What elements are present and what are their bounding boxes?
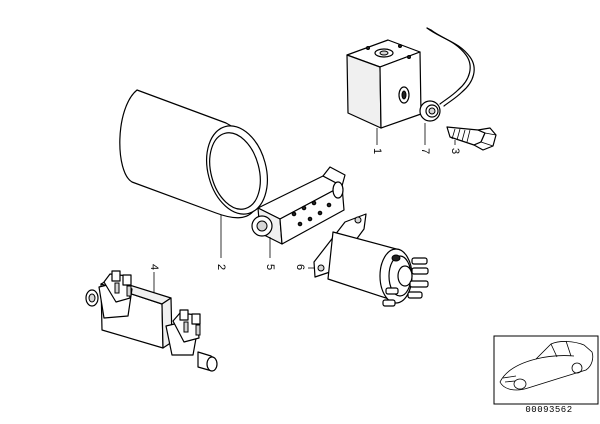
callout-1[interactable]: 1 [371,148,383,154]
callout-6[interactable]: 6 [294,264,306,270]
valve-block-part[interactable] [346,39,422,129]
callout-4[interactable]: 4 [148,264,160,270]
sensor-cable-part[interactable] [419,27,475,122]
callout-7[interactable]: 7 [419,148,431,154]
callout-5[interactable]: 5 [264,264,276,270]
car-outline-icon [499,340,594,391]
document-id: 00093562 [525,405,573,415]
car-thumbnail[interactable] [493,335,599,405]
valve-manifold-part[interactable] [251,166,346,245]
callout-2[interactable]: 2 [215,264,227,270]
motor-flange-part[interactable] [313,213,429,307]
cylinder-sleeve-part[interactable] [119,89,277,221]
solenoid-valve-part[interactable] [85,270,218,372]
callout-3[interactable]: 3 [449,148,461,154]
banjo-bolt-part[interactable] [446,126,497,151]
